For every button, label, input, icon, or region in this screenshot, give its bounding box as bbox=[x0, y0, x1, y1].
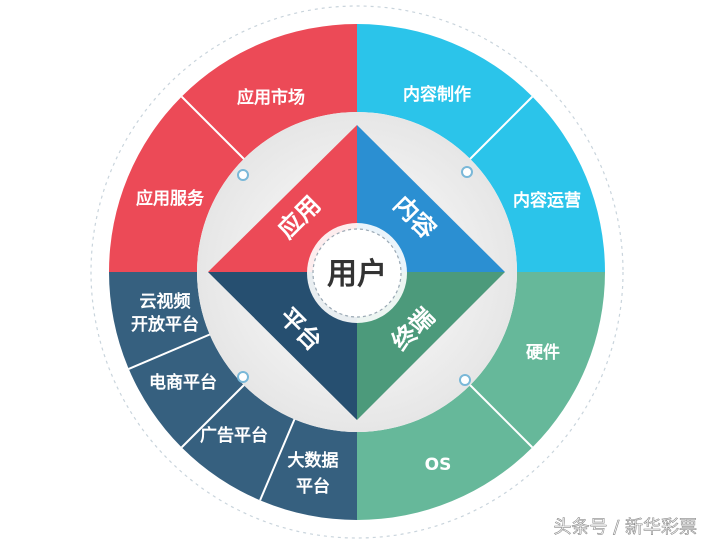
separator-content bbox=[469, 95, 534, 160]
separator-platform-2 bbox=[180, 384, 245, 449]
segment-bigdata-line2: 平台 bbox=[296, 476, 330, 497]
center-circle bbox=[312, 228, 402, 318]
segment-content-make: 内容制作 bbox=[403, 84, 471, 105]
segment-hardware: 硬件 bbox=[526, 342, 560, 363]
outer-dashed-ring bbox=[90, 5, 624, 539]
triangle-terminal bbox=[357, 272, 505, 420]
segment-cloud-video-line1: 云视频 bbox=[140, 291, 191, 312]
triangle-content bbox=[357, 125, 505, 272]
center-label-user: 用户 bbox=[327, 257, 387, 292]
segment-ads: 广告平台 bbox=[200, 425, 268, 446]
segment-os: OS bbox=[425, 455, 452, 475]
segment-content-ops: 内容运营 bbox=[513, 190, 581, 211]
segment-cloud-video-line2: 开放平台 bbox=[131, 314, 199, 335]
connector-dots bbox=[237, 166, 473, 386]
separator-app bbox=[180, 95, 245, 160]
separator-platform-1 bbox=[259, 418, 296, 501]
separator-terminal bbox=[469, 384, 534, 449]
connector-dot-top-left bbox=[237, 169, 249, 181]
segment-bigdata-line1: 大数据 bbox=[288, 450, 339, 471]
triangle-platform bbox=[208, 272, 357, 420]
segment-app-market: 应用市场 bbox=[237, 87, 305, 108]
segment-ecommerce: 电商平台 bbox=[149, 372, 217, 393]
separator-platform-3 bbox=[128, 333, 211, 370]
connector-dot-top-right bbox=[461, 166, 473, 178]
watermark-text: 头条号 / 新华彩票 bbox=[553, 517, 697, 538]
connector-dot-bottom-left bbox=[237, 371, 249, 383]
triangle-app bbox=[208, 125, 357, 272]
connector-dot-bottom-right bbox=[459, 374, 471, 386]
segment-app-service: 应用服务 bbox=[136, 188, 205, 209]
